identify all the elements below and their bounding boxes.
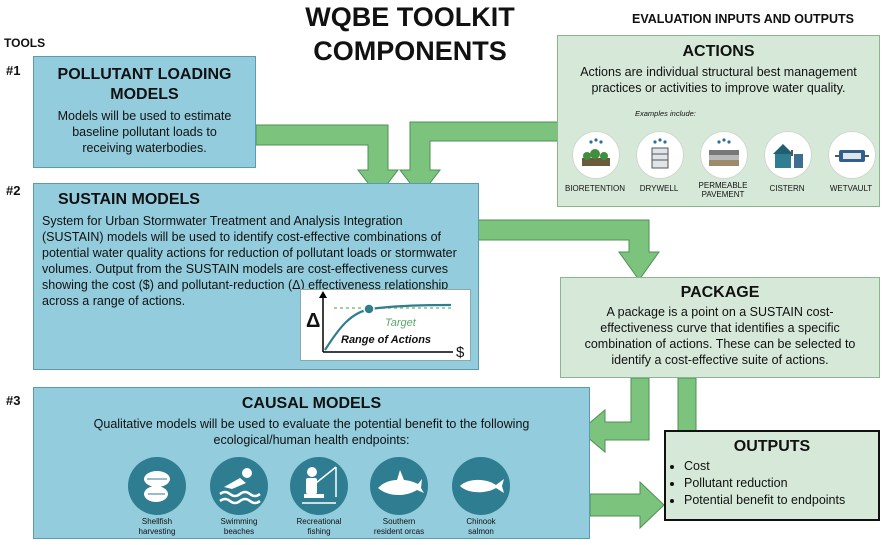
tools-label: TOOLS bbox=[4, 36, 46, 50]
chart-dollar-symbol: $ bbox=[456, 344, 465, 361]
action-label-cistern: CISTERN bbox=[769, 184, 805, 193]
shellfish-icon bbox=[128, 457, 186, 515]
outputs-item-pollutant-reduction: Pollutant reduction bbox=[684, 475, 878, 492]
outputs-title: OUTPUTS bbox=[733, 438, 811, 455]
arrow-sustain-to-package bbox=[477, 219, 660, 281]
action-label-permeable-pavement: PERMEABLE PAVEMENT bbox=[698, 181, 748, 199]
pollutant-loading-box: POLLUTANT LOADING MODELS Models will be … bbox=[33, 56, 256, 168]
chart-x-label: Range of Actions bbox=[341, 334, 432, 346]
actions-examples-label: Examples include: bbox=[635, 109, 696, 118]
package-box: PACKAGE A package is a point on a SUSTAI… bbox=[560, 277, 880, 378]
endpoint-label-fishing: Recreational fishing bbox=[296, 517, 342, 536]
outputs-list: Cost Pollutant reduction Potential benef… bbox=[666, 458, 878, 509]
evaluation-label: EVALUATION INPUTS AND OUTPUTS bbox=[632, 12, 854, 26]
drywell-icon bbox=[636, 131, 684, 179]
page-title-line1: WQBE TOOLKIT bbox=[305, 2, 515, 32]
action-label-drywell: DRYWELL bbox=[639, 184, 679, 193]
page-title-line2: COMPONENTS bbox=[313, 36, 507, 66]
sustain-description: System for Urban Stormwater Treatment an… bbox=[42, 214, 457, 308]
actions-title: ACTIONS bbox=[682, 43, 755, 60]
pollutant-loading-title-line1: POLLUTANT LOADING bbox=[57, 66, 232, 83]
cost-effectiveness-chart: Δ Target Range of Actions $ bbox=[300, 289, 471, 361]
actions-box: ACTIONS Actions are individual structura… bbox=[557, 35, 880, 207]
swimmer-icon bbox=[210, 457, 268, 515]
tool1-number: #1 bbox=[6, 63, 21, 78]
pollutant-loading-description: Models will be used to estimate baseline… bbox=[57, 109, 232, 155]
page-title: WQBE TOOLKIT COMPONENTS bbox=[265, 0, 555, 68]
permeable-pavement-icon bbox=[700, 131, 748, 179]
outputs-item-cost: Cost bbox=[684, 458, 878, 475]
orca-icon bbox=[370, 457, 428, 515]
endpoint-label-salmon: Chinook salmon bbox=[466, 517, 496, 536]
pollutant-loading-title-line2: MODELS bbox=[110, 86, 179, 103]
actions-description: Actions are individual structural best m… bbox=[580, 65, 857, 95]
cistern-icon bbox=[764, 131, 812, 179]
arrow-causal-to-outputs bbox=[589, 480, 665, 530]
sustain-title: SUSTAIN MODELS bbox=[58, 191, 200, 208]
action-label-bioretention: BIORETENTION bbox=[564, 184, 625, 193]
package-description: A package is a point on a SUSTAIN cost-e… bbox=[584, 305, 856, 367]
chart-delta-symbol: Δ bbox=[306, 310, 321, 332]
chart-target-label: Target bbox=[385, 317, 416, 329]
outputs-box: OUTPUTS Cost Pollutant reduction Potenti… bbox=[664, 430, 880, 521]
outputs-item-benefit: Potential benefit to endpoints bbox=[684, 492, 878, 509]
bioretention-icon bbox=[572, 131, 620, 179]
fishing-icon bbox=[290, 457, 348, 515]
action-label-wetvault: WETVAULT bbox=[829, 184, 873, 193]
endpoint-label-shellfish: Shellfish harvesting bbox=[138, 517, 176, 536]
tool3-number: #3 bbox=[6, 393, 21, 408]
tool2-number: #2 bbox=[6, 183, 21, 198]
wetvault-icon bbox=[828, 131, 876, 179]
arrow-package-to-causal bbox=[579, 377, 650, 454]
causal-description: Qualitative models will be used to evalu… bbox=[93, 417, 530, 447]
causal-title: CAUSAL MODELS bbox=[241, 395, 382, 412]
endpoint-label-orcas: Southern resident orcas bbox=[373, 517, 425, 536]
package-title: PACKAGE bbox=[680, 284, 760, 301]
endpoint-label-swimming: Swimming beaches bbox=[220, 517, 258, 536]
salmon-icon bbox=[452, 457, 510, 515]
pollutant-loading-title: POLLUTANT LOADING MODELS bbox=[34, 65, 255, 105]
